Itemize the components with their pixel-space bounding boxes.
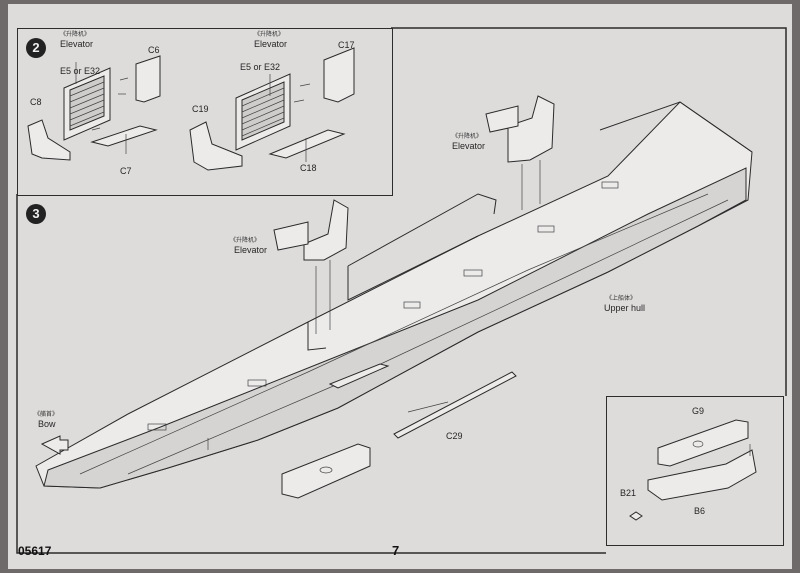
upper-hull-cn-label: 《上船体》 <box>606 296 637 302</box>
step2-left-c6-label: C6 <box>148 45 160 55</box>
bow-cn-label: 《艏首》 <box>34 412 59 418</box>
step2-right-c18-label: C18 <box>300 163 317 173</box>
page-number: 7 <box>392 543 400 558</box>
step2-left-elevator-assembly <box>27 55 161 161</box>
step2-left-part-e-label: E5 or E32 <box>60 66 101 76</box>
inset-b6-label: B6 <box>694 506 706 516</box>
inset-g9-label: G9 <box>692 406 705 416</box>
c29-part <box>393 371 517 439</box>
step2-left-elevator-label: Elevator <box>60 39 94 49</box>
step-3-badge: 3 <box>26 204 46 224</box>
elevator-part-right <box>485 95 555 210</box>
step2-right-elevator-cn-label: 《升降机》 <box>254 32 285 38</box>
step3-elevator-b-cn-label: 《升降机》 <box>452 134 483 140</box>
step2-right-elevator-label: Elevator <box>254 39 288 49</box>
step-3-panel <box>16 27 787 554</box>
step-2-panel <box>17 28 393 196</box>
inset-panel <box>606 396 784 546</box>
step2-left-elevator-cn-label: 《升降机》 <box>60 32 91 38</box>
step2-right-c17-label: C17 <box>338 40 355 50</box>
upper-hull-drawing <box>35 101 753 489</box>
kit-number: 05617 <box>18 544 52 558</box>
elevator-part-left <box>273 199 349 334</box>
step2-left-c8-label: C8 <box>30 97 42 107</box>
lower-bow-parts <box>281 363 390 499</box>
bow-label: Bow <box>38 419 56 429</box>
assembly-illustration <box>27 47 757 521</box>
inset-b21-label: B21 <box>620 488 637 498</box>
step2-right-elevator-assembly <box>189 47 355 171</box>
c29-label: C29 <box>446 431 463 441</box>
step2-left-c7-label: C7 <box>120 166 132 176</box>
bow-direction-arrow <box>40 435 69 455</box>
inset-drawing <box>629 419 757 521</box>
step3-elevator-a-cn-label: 《升降机》 <box>230 238 261 244</box>
step3-elevator-a-label: Elevator <box>234 245 268 255</box>
step-2-badge: 2 <box>26 38 46 58</box>
instruction-page: 2 3 <box>8 4 792 569</box>
step3-elevator-b-label: Elevator <box>452 141 486 151</box>
step2-right-part-e-label: E5 or E32 <box>240 62 281 72</box>
upper-hull-label: Upper hull <box>604 303 646 313</box>
step2-right-c19-label: C19 <box>192 104 209 114</box>
